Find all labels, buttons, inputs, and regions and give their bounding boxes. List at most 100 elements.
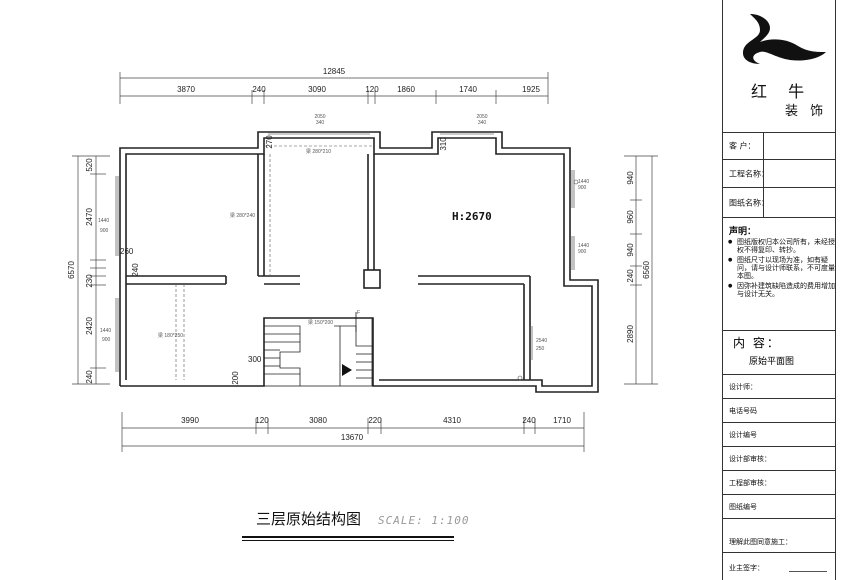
brand-name-line2: 装 饰 <box>785 104 828 119</box>
top-dim-5: 1860 <box>397 85 415 94</box>
designer-label: 设计师： <box>729 383 757 391</box>
row-divider <box>763 132 764 159</box>
client-row: 客 户： <box>723 132 835 160</box>
win-left-1-height: 900 <box>100 228 109 234</box>
sign-row-design-review: 设计部审核： <box>723 446 835 471</box>
signature-line <box>789 571 827 572</box>
logo-area: 红 牛 装 饰 <box>723 0 835 133</box>
right-dim-5: 2890 <box>626 325 635 343</box>
top-dim-6: 1740 <box>459 85 477 94</box>
row-divider <box>763 160 764 187</box>
right-dim-4: 240 <box>626 269 635 283</box>
title-block-frame <box>722 0 836 580</box>
left-dim-7: 300 <box>248 355 262 364</box>
project-label: 工程名称： <box>729 169 769 178</box>
top-dim-4: 120 <box>365 85 379 94</box>
project-row: 工程名称： <box>723 160 835 188</box>
right-dimension-chain <box>624 155 658 385</box>
win-top-left-height: 340 <box>316 120 325 126</box>
left-dim-4: 240 <box>131 263 140 277</box>
wall-dim-200: 200 <box>231 371 240 385</box>
win-top-left-width: 2050 <box>314 114 325 120</box>
bottom-dim-5: 4310 <box>443 416 461 425</box>
bottom-dimension-chain <box>121 412 585 452</box>
bottom-dim-3: 3080 <box>309 416 327 425</box>
walls <box>119 131 599 393</box>
win-right-3-height: 250 <box>536 346 545 352</box>
beam-label-4: 梁 150*200 <box>308 319 333 326</box>
left-dimension-chain <box>72 155 110 385</box>
bottom-dim-4: 220 <box>368 416 382 425</box>
top-dim-3: 3090 <box>308 85 326 94</box>
footer-row-owner-signature: 业主签字： <box>723 556 835 578</box>
ceiling-height-label: H:2670 <box>452 210 492 223</box>
row-divider <box>763 188 764 217</box>
top-dimension-chain <box>119 72 549 104</box>
top-dim-7: 1925 <box>522 85 540 94</box>
right-dim-3: 940 <box>626 243 635 257</box>
client-label: 客 户： <box>729 141 756 150</box>
right-dim-1: 940 <box>626 171 635 185</box>
bottom-dim-7: 1710 <box>553 416 571 425</box>
engineering-review-label: 工程部审核： <box>729 479 771 487</box>
win-left-2-width: 1440 <box>100 328 111 334</box>
drawing-number-label: 图纸编号 <box>729 503 757 511</box>
left-total-dim: 6570 <box>67 261 76 279</box>
sign-row-engineering-review: 工程部审核： <box>723 470 835 495</box>
note-item: 图纸尺寸以现场为准，如有疑问，请与设计师联系，不可度量本图。 <box>728 256 835 280</box>
design-number-label: 设计编号 <box>729 431 757 439</box>
fixture-marker <box>573 179 579 185</box>
approval-label: 理解此图同意施工： <box>729 538 792 546</box>
content-section: 内 容： 原始平面图 <box>723 330 835 375</box>
bottom-dim-2: 120 <box>255 416 269 425</box>
brand-logo <box>742 14 826 64</box>
top-dim-2: 240 <box>252 85 266 94</box>
beam-lines <box>175 145 374 380</box>
bottom-total-dim: 13670 <box>341 433 364 442</box>
left-dim-5: 230 <box>85 274 94 288</box>
drawing-label: 图纸名称： <box>729 198 769 207</box>
bottom-dim-1: 3990 <box>181 416 199 425</box>
left-dim-8: 240 <box>85 370 94 384</box>
wall-dim-270: 270 <box>265 135 274 149</box>
wall-dim-310: 310 <box>439 137 448 151</box>
stair-up-mark: F <box>357 310 360 316</box>
fixture-marker <box>517 375 523 381</box>
left-dim-3: 260 <box>120 247 134 256</box>
win-left-1-width: 1440 <box>98 218 109 224</box>
staircase <box>263 312 373 387</box>
brand-name-line1: 红 牛 <box>751 82 813 101</box>
stair-arrow-icon <box>342 364 352 376</box>
sign-row-design-number: 设计编号 <box>723 422 835 447</box>
win-right-2-height: 900 <box>578 249 587 255</box>
win-top-right-width: 2050 <box>476 114 487 120</box>
windows <box>115 133 575 372</box>
left-dim-6: 2420 <box>85 317 94 335</box>
phone-label: 电话号码 <box>729 407 757 415</box>
win-left-2-height: 900 <box>102 337 111 343</box>
beam-label-2: 梁 280*240 <box>230 212 255 219</box>
beam-label-1: 梁 280*210 <box>306 148 331 155</box>
left-dim-1: 520 <box>85 158 94 172</box>
note-item: 图纸版权归本公司所有，未经授权不得复印、转抄。 <box>728 238 835 254</box>
design-review-label: 设计部审核： <box>729 455 771 463</box>
sign-row-phone: 电话号码 <box>723 398 835 423</box>
content-value: 原始平面图 <box>749 357 795 367</box>
win-right-3-width: 2540 <box>536 338 547 344</box>
sign-row-drawing-number: 图纸编号 <box>723 494 835 519</box>
title-underline <box>242 536 454 538</box>
drawing-name-row: 图纸名称： <box>723 188 835 218</box>
beam-label-3: 梁 180*250 <box>158 332 183 339</box>
drawing-scale: SCALE: 1:100 <box>378 514 470 527</box>
owner-signature-label: 业主签字： <box>729 564 764 572</box>
right-dim-2: 960 <box>626 210 635 224</box>
footer-row-approval: 理解此图同意施工： <box>723 530 835 553</box>
note-item: 因弥补建筑缺陷造成的费用增加与设计无关。 <box>728 282 835 298</box>
win-top-right-height: 340 <box>478 120 487 126</box>
top-total-dim: 12845 <box>323 67 346 76</box>
top-dim-1: 3870 <box>177 85 195 94</box>
notes-list: 图纸版权归本公司所有，未经授权不得复印、转抄。 图纸尺寸以现场为准，如有疑问，请… <box>727 238 835 300</box>
content-title: 内 容： <box>733 336 781 350</box>
title-underline-thin <box>242 540 454 541</box>
notes-section: 声明： 图纸版权归本公司所有，未经授权不得复印、转抄。 图纸尺寸以现场为准，如有… <box>723 218 835 331</box>
